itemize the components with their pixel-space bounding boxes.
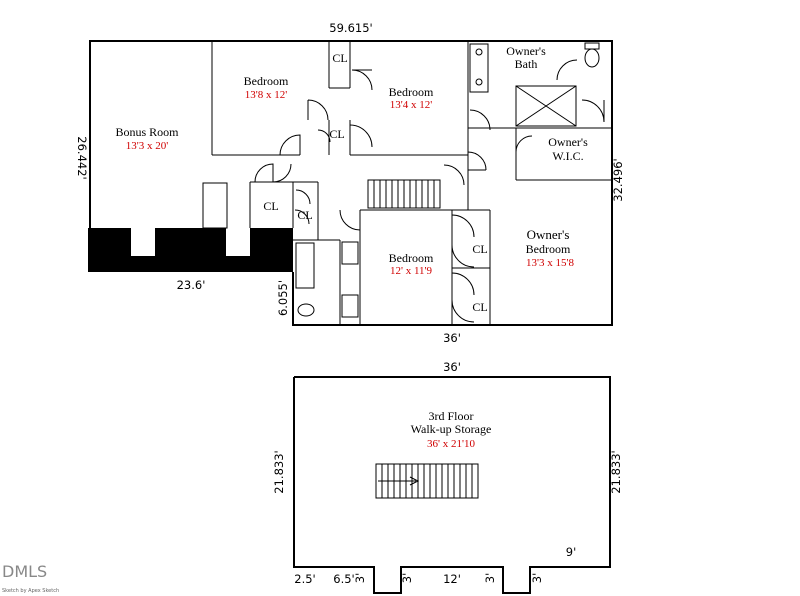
sink bbox=[475, 48, 483, 56]
dim-seg: 2.5' bbox=[294, 572, 315, 586]
exterior-hatch-wall bbox=[88, 228, 293, 272]
dim-seg: 3' bbox=[483, 573, 497, 583]
dim-bottom-width: 36' bbox=[443, 331, 461, 345]
dim-lower-left-width: 23.6' bbox=[177, 278, 206, 292]
owners-bath-name-2: Bath bbox=[515, 57, 538, 71]
bonus-room-name: Bonus Room bbox=[115, 125, 179, 139]
owners-bedroom-name-2: Bedroom bbox=[526, 242, 571, 256]
second-floor-plan: Bonus Room 13'3 x 20' Bedroom 13'8 x 12'… bbox=[75, 21, 625, 345]
storage-outer-wall bbox=[293, 376, 611, 594]
dim-seg: 3' bbox=[353, 573, 367, 583]
dim-left-height: 26.442' bbox=[75, 136, 89, 179]
dim-seg: 12' bbox=[443, 572, 461, 586]
sink bbox=[475, 78, 483, 86]
storage-size: 36' x 21'10 bbox=[427, 438, 475, 450]
sink bbox=[341, 294, 359, 318]
owners-wic-name-1: Owner's bbox=[548, 135, 588, 149]
sketch-credit: Sketch by Apex Sketch bbox=[2, 588, 59, 594]
storage-name-1: 3rd Floor bbox=[429, 409, 474, 423]
bedroom-3-name: Bedroom bbox=[389, 251, 434, 265]
attic-stairs bbox=[375, 463, 479, 499]
shower bbox=[515, 85, 577, 127]
toilet-tank bbox=[584, 42, 600, 50]
stairs bbox=[367, 179, 441, 209]
dim-seg: 6.5' bbox=[333, 572, 354, 586]
door-swings bbox=[254, 59, 605, 323]
closet-label: CL bbox=[329, 127, 344, 141]
dim-storage-right: 21.833' bbox=[609, 450, 623, 493]
dim-seg: 3' bbox=[400, 573, 414, 583]
third-floor-plan: 3rd Floor Walk-up Storage 36' x 21'10 36… bbox=[272, 360, 623, 594]
bathtub bbox=[295, 242, 315, 289]
bonus-room-size: 13'3 x 20' bbox=[126, 140, 168, 152]
sink bbox=[341, 241, 359, 265]
owners-wic-name-2: W.I.C. bbox=[552, 149, 583, 163]
bedroom-2-name: Bedroom bbox=[389, 85, 434, 99]
double-vanity bbox=[469, 43, 489, 93]
dim-storage-top: 36' bbox=[443, 360, 461, 374]
closet-label: CL bbox=[472, 242, 487, 256]
outer-wall bbox=[89, 40, 613, 326]
dmls-logo: DMLS bbox=[2, 562, 47, 581]
owners-bedroom-size: 13'3 x 15'8 bbox=[526, 257, 574, 269]
bedroom-3-size: 12' x 11'9 bbox=[390, 265, 433, 277]
dim-right-height: 32.496' bbox=[611, 158, 625, 201]
dim-small-height: 6.055' bbox=[276, 280, 290, 316]
shower-mark bbox=[515, 85, 577, 127]
closet-label: CL bbox=[472, 300, 487, 314]
storage-name-2: Walk-up Storage bbox=[411, 422, 492, 436]
toilet bbox=[297, 303, 315, 317]
closet-label: CL bbox=[332, 51, 347, 65]
dim-top-width: 59.615' bbox=[329, 21, 372, 35]
toilet bbox=[584, 48, 600, 68]
closet-label: CL bbox=[297, 208, 312, 222]
dim-storage-left: 21.833' bbox=[272, 450, 286, 493]
dim-seg: 9' bbox=[566, 545, 576, 559]
bonus-fixture bbox=[202, 182, 228, 229]
owners-bedroom-name-1: Owner's bbox=[527, 227, 570, 242]
bedroom-1-size: 13'8 x 12' bbox=[245, 89, 287, 101]
closet-label: CL bbox=[263, 199, 278, 213]
owners-bath-name-1: Owner's bbox=[506, 44, 546, 58]
bedroom-1-name: Bedroom bbox=[244, 74, 289, 88]
bedroom-2-size: 13'4 x 12' bbox=[390, 99, 432, 111]
dim-seg: 3' bbox=[530, 573, 544, 583]
